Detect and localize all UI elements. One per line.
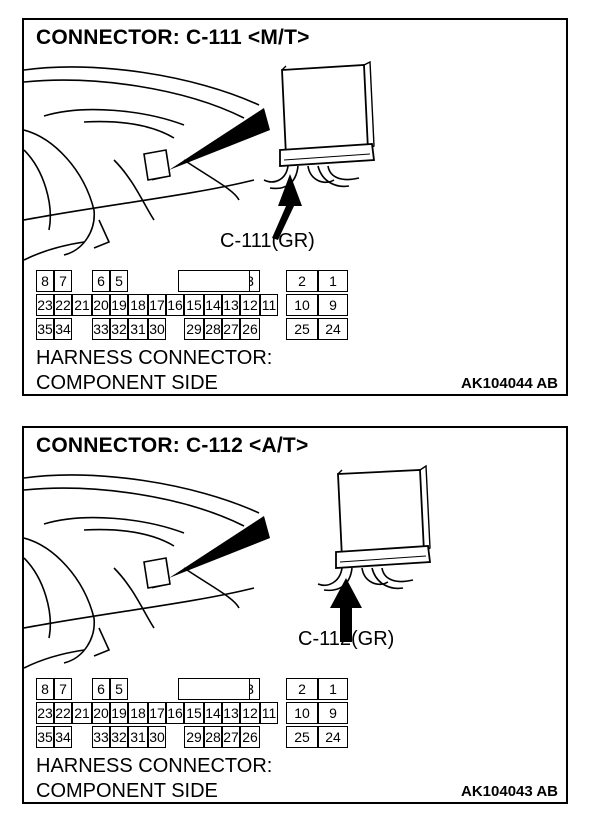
cavity-24: 24: [318, 726, 348, 748]
cavity-30: 30: [148, 726, 166, 748]
connector-callout: C-112(GR): [298, 628, 395, 650]
connector-panel-c112: CONNECTOR: C-112 <A/T>: [22, 426, 568, 804]
connector-blank-block: [178, 270, 250, 292]
cavity-6: 6: [92, 270, 110, 292]
cavity-27: 27: [222, 726, 240, 748]
cavity-8: 8: [36, 270, 54, 292]
cavity-blank: [72, 270, 92, 292]
caption-component-side: COMPONENT SIDE: [36, 372, 218, 394]
cavity-23: 23: [36, 294, 54, 316]
cavity-17: 17: [148, 702, 166, 724]
cavity-9: 9: [318, 294, 348, 316]
cavity-9: 9: [318, 702, 348, 724]
cavity-24: 24: [318, 318, 348, 340]
caption-component-side: COMPONENT SIDE: [36, 780, 218, 802]
cavity-blank: [148, 678, 166, 700]
cavity-12: 12: [240, 702, 260, 724]
cavity-blank: [260, 726, 278, 748]
cavity-16: 16: [166, 294, 184, 316]
cavity-blank: [128, 678, 148, 700]
cavity-32: 32: [110, 726, 128, 748]
cavity-blank: [260, 678, 278, 700]
cavity-26: 26: [240, 726, 260, 748]
cavity-blank: [128, 270, 148, 292]
cavity-21: 21: [72, 294, 92, 316]
cavity-14: 14: [204, 294, 222, 316]
cavity-blank: [260, 318, 278, 340]
cavity-20: 20: [92, 702, 110, 724]
dashboard-illustration: [24, 60, 376, 261]
cavity-32: 32: [110, 318, 128, 340]
cavity-29: 29: [184, 726, 204, 748]
cavity-15: 15: [184, 294, 204, 316]
cavity-5: 5: [110, 678, 128, 700]
cavity-blank: [72, 318, 92, 340]
connector-panel-c111: CONNECTOR: C-111 <M/T>: [22, 18, 568, 396]
cavity-28: 28: [204, 726, 222, 748]
cavity-11: 11: [260, 702, 278, 724]
cavity-23: 23: [36, 702, 54, 724]
cavity-1: 1: [318, 678, 348, 700]
cavity-14: 14: [204, 702, 222, 724]
cavity-22: 22: [54, 294, 72, 316]
cavity-29: 29: [184, 318, 204, 340]
cavity-13: 13: [222, 294, 240, 316]
cavity-blank: [260, 270, 278, 292]
cavity-5: 5: [110, 270, 128, 292]
cavity-10: 10: [286, 702, 318, 724]
cavity-17: 17: [148, 294, 166, 316]
cavity-19: 19: [110, 702, 128, 724]
cavity-31: 31: [128, 318, 148, 340]
cavity-2: 2: [286, 270, 318, 292]
cavity-2: 2: [286, 678, 318, 700]
cavity-blank: [72, 678, 92, 700]
figure-code: AK104044 AB: [461, 375, 558, 392]
cavity-7: 7: [54, 678, 72, 700]
connector-blank-block: [178, 678, 250, 700]
panel-title: CONNECTOR: C-112 <A/T>: [36, 434, 309, 457]
cavity-13: 13: [222, 702, 240, 724]
cavity-33: 33: [92, 726, 110, 748]
cavity-27: 27: [222, 318, 240, 340]
caption-harness: HARNESS CONNECTOR:: [36, 347, 273, 369]
cavity-26: 26: [240, 318, 260, 340]
cavity-22: 22: [54, 702, 72, 724]
figure-code: AK104043 AB: [461, 783, 558, 800]
cavity-6: 6: [92, 678, 110, 700]
cavity-18: 18: [128, 294, 148, 316]
cavity-blank: [166, 726, 184, 748]
dashboard-illustration: [24, 464, 432, 669]
cavity-11: 11: [260, 294, 278, 316]
cavity-1: 1: [318, 270, 348, 292]
cavity-21: 21: [72, 702, 92, 724]
cavity-blank: [72, 726, 92, 748]
cavity-35: 35: [36, 318, 54, 340]
cavity-7: 7: [54, 270, 72, 292]
cavity-30: 30: [148, 318, 166, 340]
panel-title: CONNECTOR: C-111 <M/T>: [36, 26, 310, 49]
cavity-19: 19: [110, 294, 128, 316]
cavity-15: 15: [184, 702, 204, 724]
cavity-20: 20: [92, 294, 110, 316]
cavity-blank: [148, 270, 166, 292]
cavity-25: 25: [286, 726, 318, 748]
cavity-31: 31: [128, 726, 148, 748]
cavity-34: 34: [54, 318, 72, 340]
cavity-33: 33: [92, 318, 110, 340]
cavity-34: 34: [54, 726, 72, 748]
caption-harness: HARNESS CONNECTOR:: [36, 755, 273, 777]
connector-callout: C-111(GR): [220, 230, 315, 252]
cavity-8: 8: [36, 678, 54, 700]
cavity-25: 25: [286, 318, 318, 340]
cavity-28: 28: [204, 318, 222, 340]
cavity-18: 18: [128, 702, 148, 724]
cavity-blank: [166, 318, 184, 340]
cavity-16: 16: [166, 702, 184, 724]
cavity-10: 10: [286, 294, 318, 316]
cavity-12: 12: [240, 294, 260, 316]
cavity-35: 35: [36, 726, 54, 748]
